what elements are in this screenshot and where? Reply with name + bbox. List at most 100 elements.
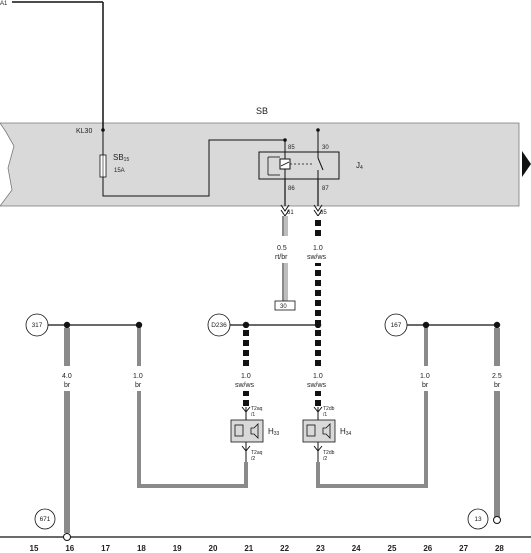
reference-box-30	[274, 300, 296, 311]
track-number: 24	[352, 544, 361, 553]
wire-col18-size: 1.0	[133, 373, 143, 380]
track-number: 15	[30, 544, 39, 553]
track-number: 22	[280, 544, 289, 553]
wire-col23-lower	[315, 391, 321, 407]
track-number: 20	[209, 544, 218, 553]
track-number: 25	[388, 544, 397, 553]
relay-pin-30: 30	[322, 145, 329, 151]
relay-contact	[317, 157, 324, 171]
horn-h34-name: H34	[340, 427, 352, 437]
track-number: 21	[244, 544, 253, 553]
wire-col26-loop	[316, 391, 428, 488]
junction-16	[63, 321, 71, 329]
wire-col21-size: 1.0	[241, 373, 251, 380]
continuation-arrow-icon	[522, 151, 531, 177]
wire-swws-size: 1.0	[313, 245, 323, 252]
horn-h34-conn-top-icon	[313, 406, 323, 413]
track-number: 26	[423, 544, 432, 553]
track-number: 23	[316, 544, 325, 553]
wire-swws-color: sw/ws	[307, 254, 327, 261]
ref-317-label: 317	[32, 322, 43, 329]
junction-21	[242, 321, 250, 329]
ref-671-circle	[34, 508, 56, 530]
relay-coil-mark	[280, 161, 290, 167]
wire-col26-upper	[424, 328, 428, 366]
wire-rtbr	[282, 216, 288, 236]
horn-h33-name: H33	[268, 427, 280, 437]
junction-18	[135, 321, 143, 329]
horn-h33-bottom-conn: T2aq	[251, 450, 263, 456]
wire-col21-upper	[243, 328, 249, 366]
ref-13-circle	[467, 508, 489, 530]
relay-85-junction	[283, 138, 287, 142]
relay-pin-86: 86	[288, 186, 295, 192]
relay-name: J4	[356, 161, 363, 171]
wire-col16-lower	[64, 391, 70, 533]
wire-col28-lower	[494, 391, 500, 517]
wire-col21-lower	[243, 391, 249, 407]
wire-col18-color: br	[135, 382, 142, 389]
horn-h33-conn-top-icon	[241, 406, 251, 413]
ground-terminal-16	[63, 533, 71, 541]
track-number: 19	[173, 544, 182, 553]
junction-28	[493, 321, 501, 329]
wire-swws-main	[315, 216, 321, 236]
wire-col26-size: 1.0	[420, 373, 430, 380]
horn-h33-top-conn: T2aq	[251, 406, 263, 412]
horn-h34-bottom-pin: /2	[323, 456, 327, 462]
fuse-box-label: SB	[256, 106, 268, 116]
wire-col16-size: 4.0	[62, 373, 72, 380]
wire-col28-color: br	[494, 382, 501, 389]
wire-col23-upper	[315, 328, 321, 366]
horn-h33-coil	[234, 424, 244, 437]
horn-h33-bottom-pin: /2	[251, 456, 255, 462]
track-number: 27	[459, 544, 468, 553]
wire-col28-upper	[494, 328, 500, 366]
relay-30-junction	[316, 128, 320, 132]
top-left-label: A1	[0, 1, 8, 7]
ref-13-label: 13	[474, 516, 482, 523]
wire-fuse-to-relay	[102, 139, 285, 197]
wire-rtbr-size: 0.5	[277, 245, 287, 252]
horn-h34-bottom-conn: T2db	[323, 450, 335, 456]
wire-col23-size: 1.0	[313, 373, 323, 380]
ref-167-label: 167	[391, 322, 402, 329]
horn-h34-coil	[306, 424, 316, 437]
fuse-terminal-label: KL30	[76, 128, 92, 135]
connector-65-label: 65	[320, 210, 327, 216]
horn-h34-symbol	[302, 419, 336, 443]
wire-swws-main-lower	[315, 263, 321, 325]
track-number: 17	[101, 544, 110, 553]
wire-col18-upper	[137, 328, 141, 366]
reference-box-label: 30	[280, 304, 287, 310]
relay-pin-87: 87	[322, 186, 329, 192]
wire-rtbr-color: rt/br	[275, 254, 288, 261]
wire-col18-loop	[137, 391, 248, 488]
relay-j4-symbol	[258, 151, 340, 180]
junction-26	[422, 321, 430, 329]
wire-col16-color: br	[64, 382, 71, 389]
wire-col16-upper	[64, 328, 70, 366]
ground-terminal-28	[493, 516, 501, 524]
junction-23	[314, 321, 322, 329]
relay-pin-85: 85	[288, 145, 295, 151]
horn-h34-top-conn: T2db	[323, 406, 335, 412]
horn-h34-speaker-icon	[322, 423, 331, 439]
horn-h33-symbol	[230, 419, 264, 443]
wire-col28-size: 2.5	[492, 373, 502, 380]
ref-671-label: 671	[40, 516, 51, 523]
wire-col26-color: br	[422, 382, 429, 389]
wire-col21-color: sw/ws	[235, 382, 255, 389]
wire-rtbr-lower	[282, 263, 288, 301]
wire-col23-color: sw/ws	[307, 382, 327, 389]
ref-d236-label: D236	[211, 322, 227, 329]
horn-h33-conn-bottom-icon	[241, 445, 251, 452]
horn-h34-top-pin: /1	[323, 412, 327, 418]
track-number: 28	[495, 544, 504, 553]
horn-h34-conn-bottom-icon	[313, 445, 323, 452]
connector-61-label: 61	[287, 210, 294, 216]
horn-h33-top-pin: /1	[251, 412, 255, 418]
fuse-rating: 15A	[114, 168, 125, 174]
